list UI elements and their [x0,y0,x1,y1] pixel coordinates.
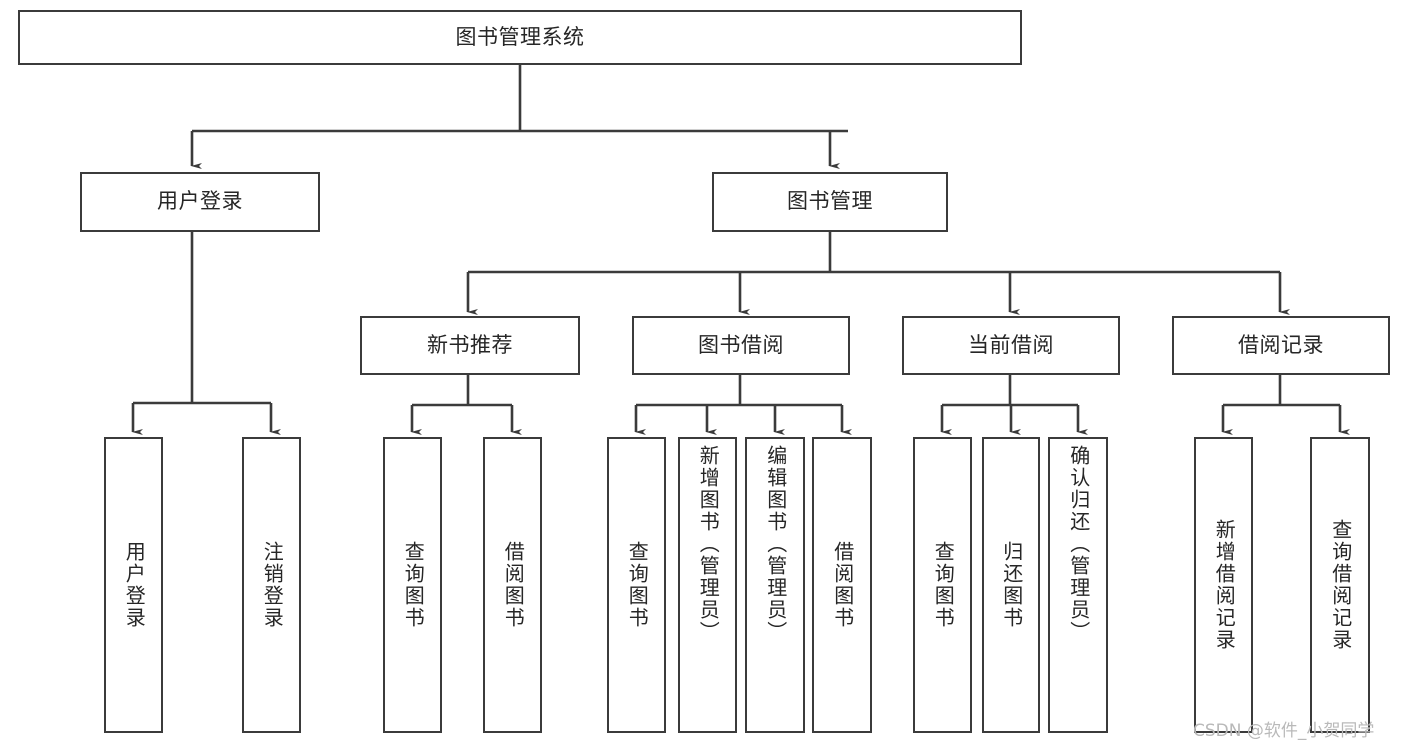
node-label: 新书推荐 [427,332,513,357]
leaf-label: 借阅图书 [501,541,526,629]
leaf-label: 借阅图书 [830,541,855,629]
leaf-borrow-record-add[interactable]: 新增借阅记录 [1194,437,1253,733]
leaf-current-borrow-query[interactable]: 查询图书 [913,437,972,733]
leaf-label: 编辑图书（管理员） [763,445,788,643]
leaf-user-login-logout[interactable]: 注销登录 [242,437,301,733]
node-root-book-management-system[interactable]: 图书管理系统 [18,10,1022,65]
node-user-login[interactable]: 用户登录 [80,172,320,232]
leaf-label: 新增图书（管理员） [696,445,721,643]
node-label: 图书借阅 [698,332,784,357]
csdn-watermark: CSDN @软件_小贺同学 [1193,721,1375,741]
leaf-book-borrow-borrow[interactable]: 借阅图书 [812,437,872,733]
leaf-label: 查询图书 [401,541,426,629]
leaf-label: 新增借阅记录 [1212,519,1237,651]
leaf-label: 归还图书 [999,541,1024,629]
node-borrow-record[interactable]: 借阅记录 [1172,316,1390,375]
node-new-book-recommend[interactable]: 新书推荐 [360,316,580,375]
leaf-label: 查询图书 [625,541,650,629]
leaf-borrow-record-query[interactable]: 查询借阅记录 [1310,437,1370,733]
leaf-new-book-borrow[interactable]: 借阅图书 [483,437,542,733]
leaf-current-borrow-return[interactable]: 归还图书 [982,437,1040,733]
leaf-user-login-login[interactable]: 用户登录 [104,437,163,733]
node-label: 当前借阅 [968,332,1054,357]
node-book-borrow[interactable]: 图书借阅 [632,316,850,375]
leaf-label: 用户登录 [122,541,147,629]
leaf-book-borrow-add[interactable]: 新增图书（管理员） [678,437,737,733]
leaf-label: 查询借阅记录 [1328,519,1353,651]
leaf-label: 确认归还（管理员） [1066,445,1091,643]
leaf-label: 注销登录 [260,541,285,629]
node-label: 借阅记录 [1238,332,1324,357]
leaf-book-borrow-query[interactable]: 查询图书 [607,437,666,733]
leaf-book-borrow-edit[interactable]: 编辑图书（管理员） [745,437,805,733]
node-label: 用户登录 [157,189,243,214]
node-book-management[interactable]: 图书管理 [712,172,948,232]
node-label: 图书管理系统 [455,24,585,49]
leaf-new-book-query[interactable]: 查询图书 [383,437,442,733]
node-label: 图书管理 [787,189,873,214]
node-current-borrow[interactable]: 当前借阅 [902,316,1120,375]
leaf-label: 查询图书 [931,541,956,629]
leaf-current-borrow-confirm-return[interactable]: 确认归还（管理员） [1048,437,1108,733]
